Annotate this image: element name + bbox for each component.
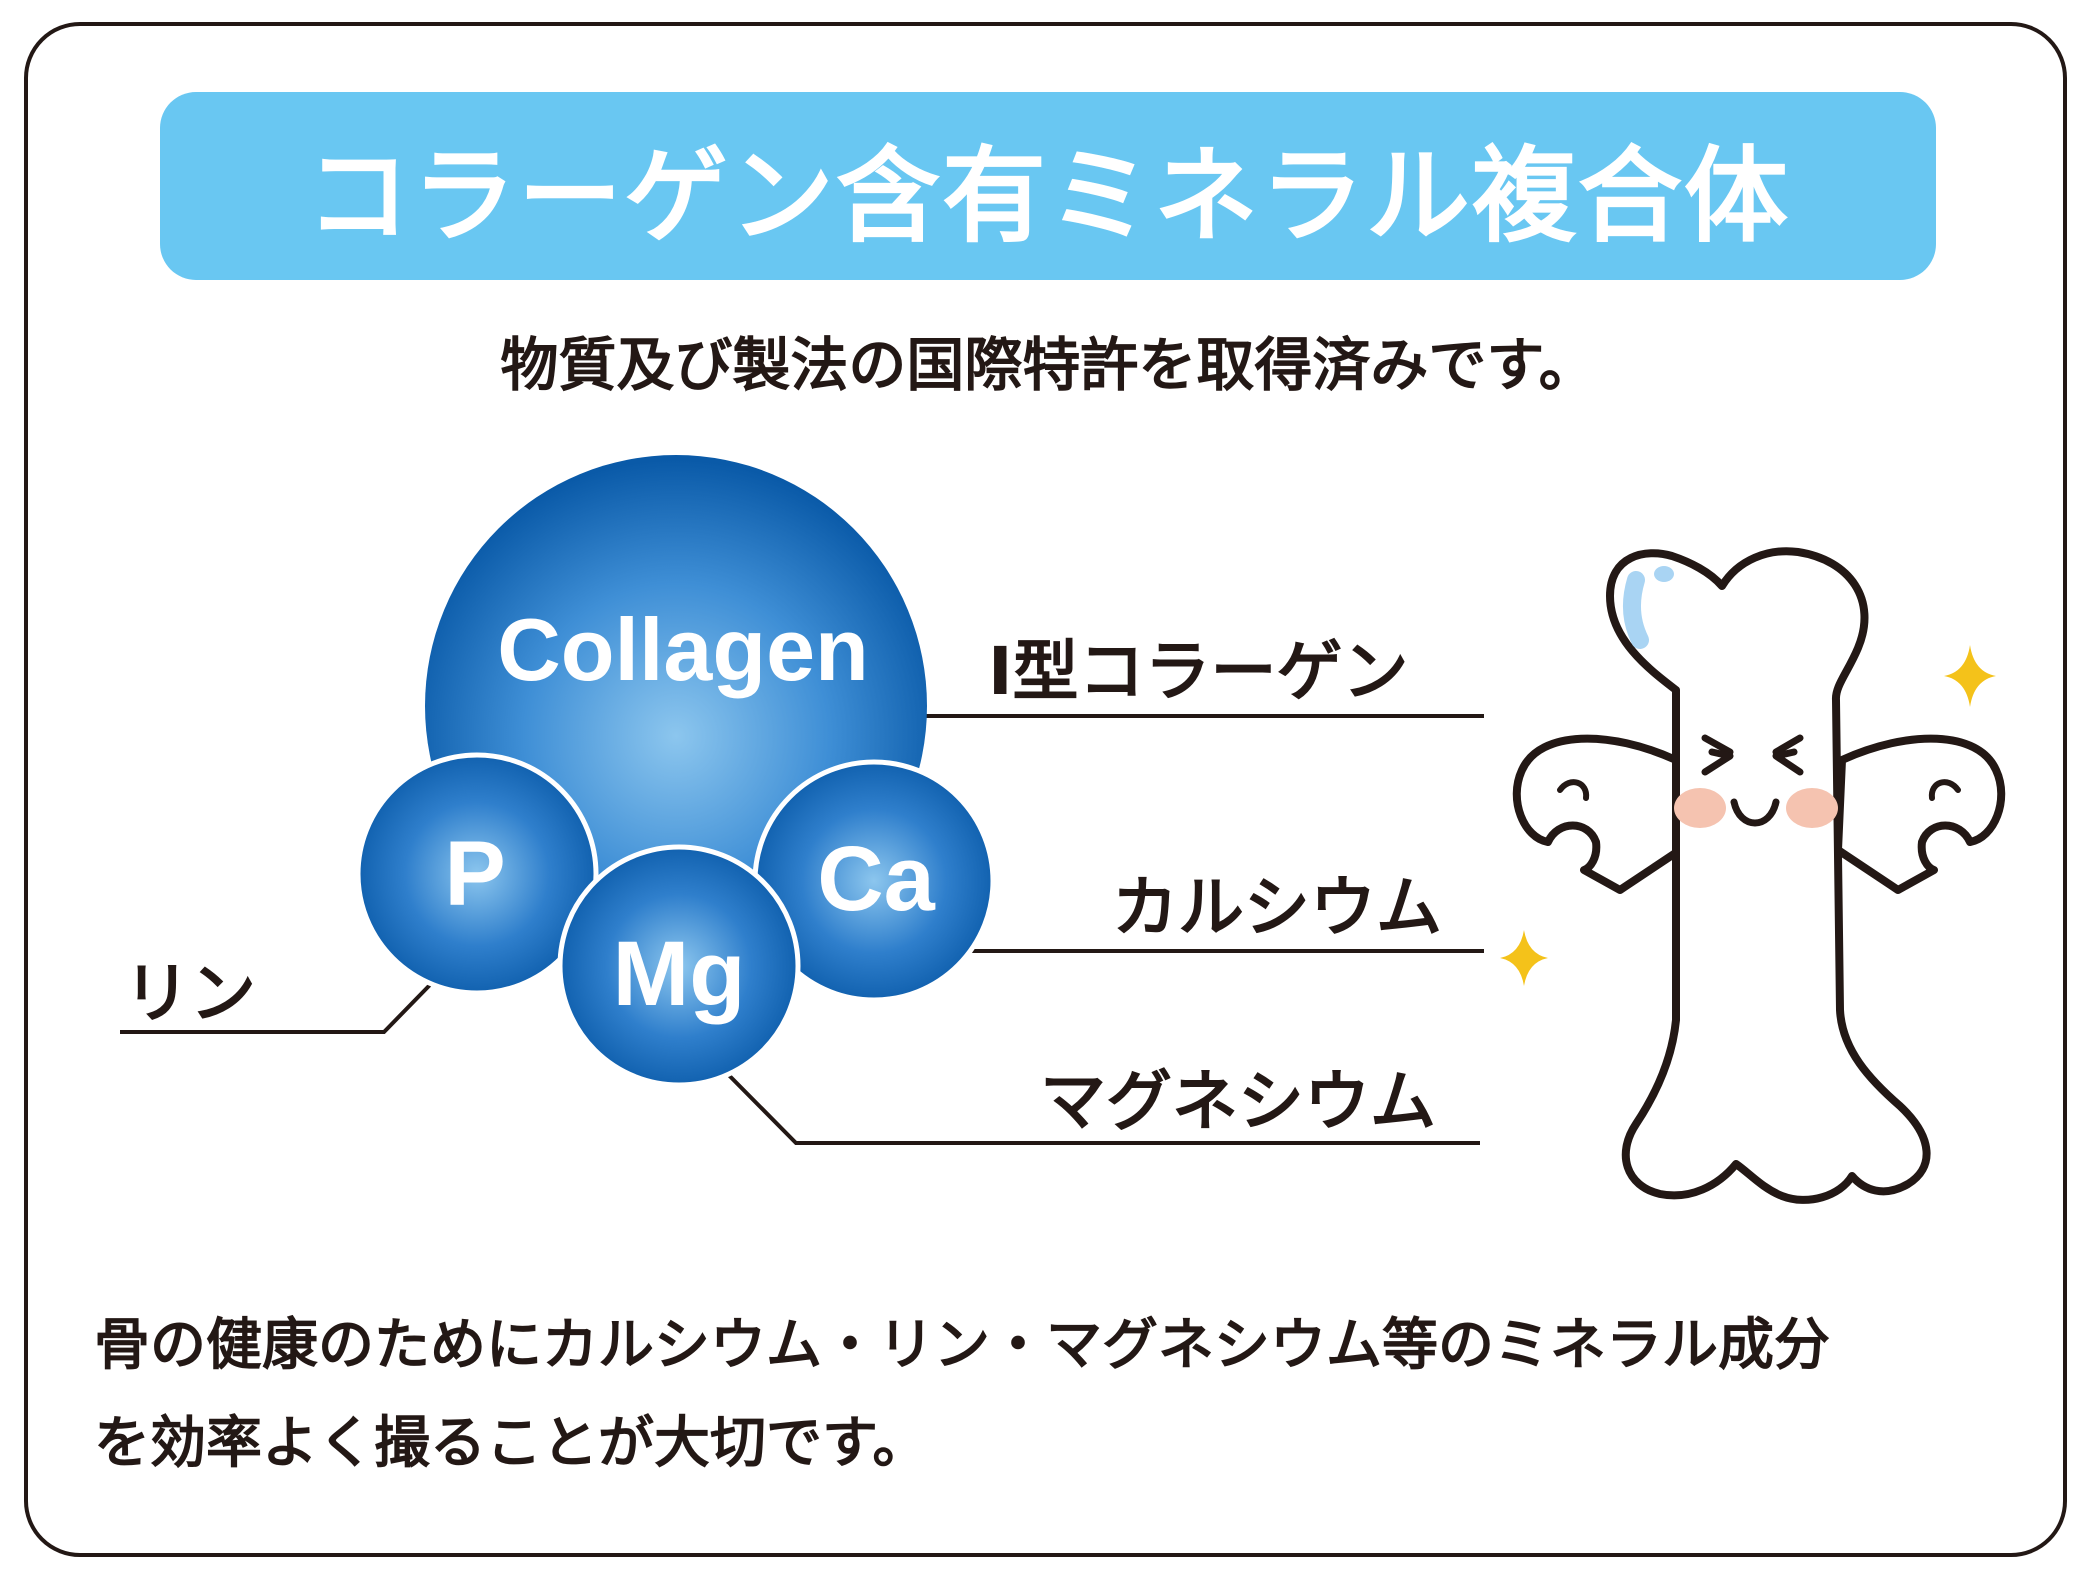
description-line-1: 骨の健康のためにカルシウム・リン・マグネシウム等のミネラル成分 — [94, 1313, 1830, 1378]
subtitle: 物質及び製法の国際特許を取得済みです。 — [500, 331, 1597, 399]
collagen-symbol: Collagen — [497, 600, 869, 699]
phosphorus-sphere — [355, 752, 599, 996]
description-line-2: を効率よく撮ることが大切です。 — [94, 1411, 929, 1476]
label-collagen-type1: Ⅰ型コラーゲン — [988, 633, 1409, 710]
title-banner — [160, 92, 1936, 280]
label-phosphorus: リン — [124, 955, 256, 1032]
magnesium-sphere — [557, 844, 801, 1088]
bone-mascot-icon — [1512, 547, 2006, 1204]
label-calcium: カルシウム — [1112, 869, 1442, 946]
leader-line-magnesium — [698, 1044, 1480, 1145]
sparkle-icon — [1500, 930, 1548, 986]
phosphorus-symbol: P — [444, 823, 505, 925]
page-title: コラーゲン含有ミネラル複合体 — [305, 134, 1790, 257]
sparkle-icon — [1944, 645, 1996, 707]
card-frame — [24, 22, 2067, 1557]
label-magnesium: マグネシウム — [1040, 1063, 1436, 1140]
calcium-symbol: Ca — [817, 828, 935, 930]
magnesium-symbol: Mg — [613, 923, 746, 1025]
